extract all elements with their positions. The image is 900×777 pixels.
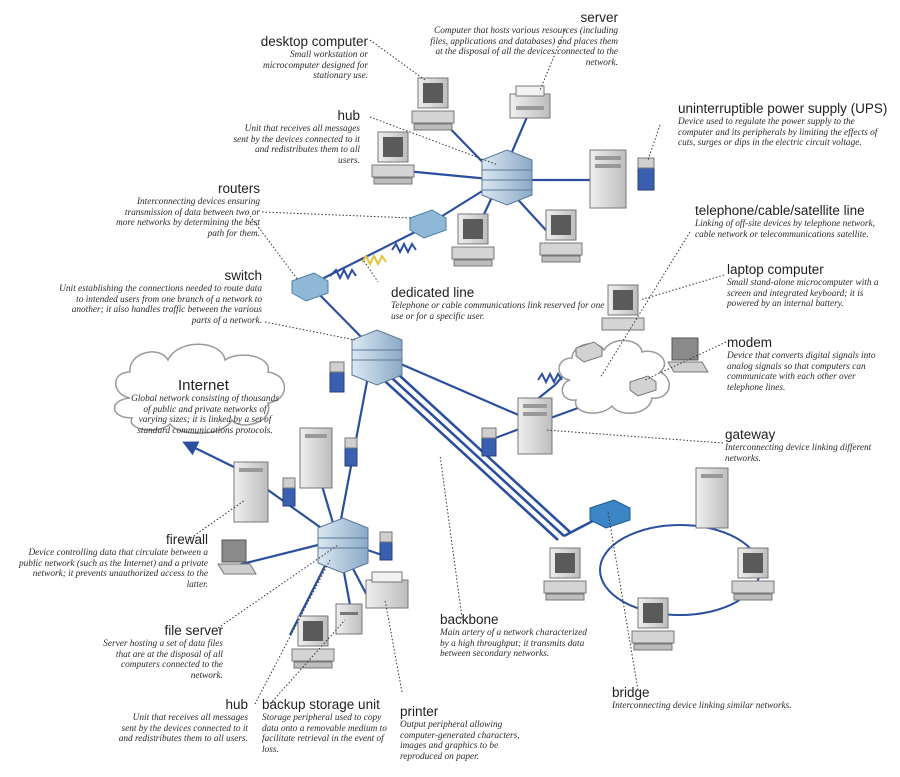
telephone-line-desc: Linking of off-site devices by telephone…	[695, 219, 875, 240]
desktop-computer-icon	[291, 615, 335, 669]
switch-desc: Unit establishing the connections needed…	[59, 284, 262, 326]
internet-title: Internet	[178, 377, 229, 394]
label-hub-bottom: hub Unit that receives all messages sent…	[118, 697, 248, 745]
hub-icon	[481, 149, 533, 206]
printer-title: printer	[400, 704, 439, 719]
bridge-ring-network	[599, 524, 761, 616]
label-ups: uninterruptible power supply (UPS) Devic…	[678, 101, 888, 149]
label-hub-top: hub Unit that receives all messages sent…	[232, 108, 361, 166]
routers-title: routers	[217, 181, 260, 196]
server-icon	[589, 149, 627, 209]
switch-title: switch	[224, 268, 262, 283]
desktop-computer-icon	[451, 213, 495, 267]
leader-lines	[187, 29, 727, 705]
label-modem: modem Device that converts digital signa…	[727, 335, 892, 393]
internet-cloud-icon	[113, 343, 286, 434]
desktop-computer-icon	[411, 77, 455, 131]
backbone-desc: Main artery of a network characterized b…	[440, 628, 587, 660]
modem-title: modem	[727, 335, 773, 350]
server-icon	[695, 467, 729, 529]
ups-icon	[379, 531, 393, 561]
label-desktop-computer: desktop computer Small workstation or mi…	[243, 34, 368, 82]
file-server-desc: Server hosting a set of data files that …	[103, 639, 223, 681]
gateway-icon	[517, 397, 553, 455]
ups-icon	[329, 361, 345, 393]
desktop-computer-title: desktop computer	[260, 34, 368, 49]
dedicated-line-desc: Telephone or cable communications link r…	[391, 301, 605, 322]
desktop-computer-icon	[371, 131, 415, 185]
laptop-icon	[667, 337, 709, 373]
desktop-computer-desc: Small workstation or microcomputer desig…	[262, 50, 368, 82]
hub-top-desc: Unit that receives all messages sent by …	[233, 124, 361, 166]
backup-storage-desc: Storage peripheral used to copy data ont…	[262, 713, 387, 755]
desktop-computer-icon	[539, 209, 583, 263]
desktop-computer-icon	[731, 547, 775, 601]
label-internet: Internet Global network consisting of th…	[130, 378, 280, 436]
server-title: server	[580, 10, 618, 25]
label-file-server: file server Server hosting a set of data…	[95, 623, 223, 681]
firewall-icon	[233, 461, 269, 523]
server-icon	[299, 427, 333, 489]
laptop-desc: Small stand-alone microcomputer with a s…	[727, 278, 879, 310]
printer-icon	[365, 571, 409, 609]
dedicated-line-title: dedicated line	[391, 285, 475, 300]
label-backbone: backbone Main artery of a network charac…	[440, 612, 590, 660]
label-server: server Computer that hosts various resou…	[428, 10, 618, 68]
server-desc: Computer that hosts various resources (i…	[430, 26, 618, 68]
telephone-line-title: telephone/cable/satellite line	[695, 203, 865, 218]
router-icon	[291, 272, 329, 302]
bridge-icon	[589, 499, 631, 529]
hub-bottom-desc: Unit that receives all messages sent by …	[118, 713, 248, 745]
internet-desc: Global network consisting of thousands o…	[131, 394, 279, 436]
file-server-title: file server	[164, 623, 223, 638]
bridge-desc: Interconnecting device linking similar n…	[612, 701, 792, 711]
label-dedicated-line: dedicated line Telephone or cable commun…	[391, 285, 611, 322]
bridge-title: bridge	[612, 685, 650, 700]
backbone-cable	[374, 363, 611, 541]
backup-storage-icon	[335, 603, 363, 635]
desktop-computer-icon	[631, 597, 675, 651]
label-telephone-line: telephone/cable/satellite line Linking o…	[695, 203, 890, 240]
ups-icon	[637, 157, 655, 191]
ups-desc: Device used to regulate the power supply…	[678, 117, 878, 149]
router-icon	[409, 209, 447, 239]
hub-icon	[317, 517, 369, 574]
label-backup-storage: backup storage unit Storage peripheral u…	[262, 697, 390, 755]
hub-bottom-title: hub	[225, 697, 248, 712]
desktop-computer-icon	[601, 284, 645, 331]
modem-icon	[629, 375, 657, 397]
gateway-desc: Interconnecting device linking different…	[725, 443, 872, 464]
laptop-icon	[217, 539, 257, 575]
switch-icon	[351, 329, 403, 386]
ups-icon	[481, 427, 497, 457]
firewall-title: firewall	[165, 532, 208, 547]
hub-top-title: hub	[337, 108, 360, 123]
ups-icon	[344, 437, 358, 467]
printer-desc: Output peripheral allowing computer-gene…	[400, 720, 520, 762]
ups-icon	[282, 477, 296, 507]
backbone-title: backbone	[440, 612, 499, 627]
label-printer: printer Output peripheral allowing compu…	[400, 704, 528, 762]
modem-desc: Device that converts digital signals int…	[727, 351, 876, 393]
gateway-title: gateway	[725, 427, 776, 442]
printer-icon	[509, 85, 551, 119]
label-switch: switch Unit establishing the connections…	[58, 268, 262, 326]
routers-desc: Interconnecting devices ensuring transmi…	[116, 197, 260, 239]
desktop-computer-icon	[543, 547, 587, 601]
label-routers: routers Interconnecting devices ensuring…	[104, 181, 260, 239]
modem-icon	[575, 341, 603, 363]
label-bridge: bridge Interconnecting device linking si…	[612, 685, 817, 712]
firewall-desc: Device controlling data that circulate b…	[19, 548, 208, 590]
ups-title: uninterruptible power supply (UPS)	[678, 101, 888, 116]
label-gateway: gateway Interconnecting device linking d…	[725, 427, 875, 464]
label-firewall: firewall Device controlling data that ci…	[18, 532, 208, 590]
laptop-title: laptop computer	[727, 262, 824, 277]
backup-storage-title: backup storage unit	[262, 697, 380, 712]
label-laptop: laptop computer Small stand-alone microc…	[727, 262, 887, 310]
